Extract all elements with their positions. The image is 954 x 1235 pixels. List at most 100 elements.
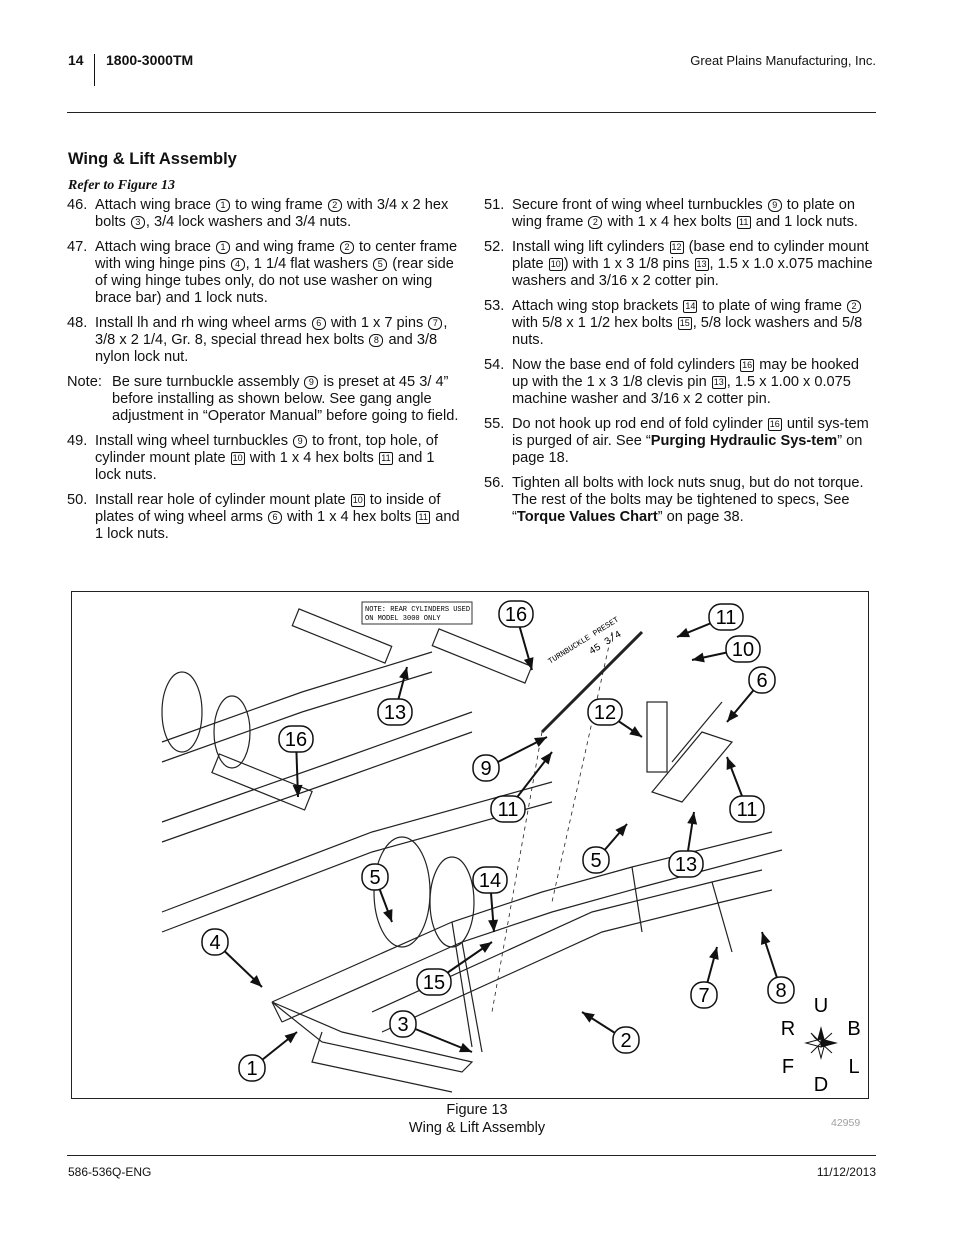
callout-11: 11: [676, 603, 744, 638]
figure-note-line1: NOTE: REAR CYLINDERS USED: [365, 606, 470, 614]
callout-arrowhead: [582, 1012, 595, 1023]
callout-label: 16: [505, 604, 527, 626]
callout-arrowhead: [540, 752, 552, 765]
step-number: 54.: [484, 357, 505, 373]
callout-label: 13: [384, 702, 406, 724]
step-number: 50.: [67, 492, 88, 508]
step-number: 56.: [484, 475, 505, 491]
callout-7: 7: [690, 946, 719, 1009]
callout-box: [472, 866, 508, 894]
step-item: 55.Do not hook up rod end of fold cylind…: [484, 416, 879, 467]
callout-15: 15: [416, 941, 493, 996]
callout-arrowhead: [687, 812, 698, 825]
callout-arrowhead: [479, 942, 492, 953]
step-number: 53.: [484, 298, 505, 314]
callout-11: 11: [490, 751, 553, 823]
step-number: Note:: [67, 374, 102, 390]
callout-box: [708, 603, 744, 631]
callout-arrowhead: [709, 947, 719, 960]
callout-arrowhead: [399, 667, 409, 680]
assembly-drawing: NOTE: REAR CYLINDERS USED ON MODEL 3000 …: [161, 600, 861, 1096]
step-number: 48.: [67, 315, 88, 331]
document-number: 586-536Q-ENG: [68, 1165, 152, 1179]
step-item: 54.Now the base end of fold cylinders 16…: [484, 357, 879, 408]
step-text: Install rear hole of cylinder mount plat…: [95, 492, 460, 542]
compass-u: U: [814, 995, 828, 1017]
callout-label: 5: [590, 850, 601, 872]
callout-5: 5: [361, 863, 393, 923]
callout-label: 4: [209, 932, 220, 954]
compass-diag3: [810, 1042, 822, 1054]
callout-arrowhead: [677, 627, 690, 638]
callout-5: 5: [582, 823, 628, 874]
callout-16: 16: [498, 600, 534, 671]
compass-b: B: [847, 1018, 860, 1040]
callout-arrowhead: [523, 657, 534, 670]
callout-box: [201, 928, 229, 956]
callout-arrowhead: [727, 709, 739, 722]
figure-reference: Refer to Figure 13: [68, 178, 175, 193]
callout-11: 11: [726, 756, 765, 823]
step-text: Be sure turnbuckle assembly 9 is preset …: [112, 374, 459, 424]
step-item: 51.Secure front of wing wheel turnbuckle…: [484, 197, 879, 231]
figure-id: 42959: [831, 1117, 861, 1129]
figure-caption-title: Wing & Lift Assembly: [408, 1120, 546, 1136]
note-item: Note: Be sure turnbuckle assembly 9 is pr…: [67, 374, 462, 425]
callout-arrowhead: [726, 757, 736, 770]
compass-r: R: [781, 1018, 795, 1040]
callout-label: 9: [480, 758, 491, 780]
callout-arrowhead: [760, 932, 771, 945]
callout-3: 3: [389, 1010, 473, 1053]
callout-10: 10: [691, 635, 761, 663]
callout-box: [389, 1010, 417, 1038]
callout-arrowhead: [292, 784, 303, 797]
step-item: 49.Install wing wheel turnbuckles 9 to f…: [67, 433, 462, 484]
callout-label: 2: [620, 1030, 631, 1052]
header-rule: [67, 112, 876, 113]
callout-label: 6: [756, 670, 767, 692]
callout-arrowhead: [488, 919, 499, 932]
steps-left-column: 46. Attach wing brace 1 to wing frame 2 w…: [67, 197, 462, 551]
step-item: 52. Install wing lift cylinders 12 (base …: [484, 239, 879, 290]
callout-box: [767, 976, 795, 1004]
callout-box: [416, 968, 452, 996]
callout-16: 16: [278, 725, 314, 798]
callout-label: 8: [775, 980, 786, 1002]
step-text: Secure front of wing wheel turnbuckles 9…: [512, 197, 858, 230]
callout-box: [490, 795, 526, 823]
callout-box: [725, 635, 761, 663]
callout-arrowhead: [383, 909, 393, 922]
callout-box: [748, 666, 776, 694]
step-item: 48. Install lh and rh wing wheel arms 6 w…: [67, 315, 462, 366]
compass-diag4: [820, 1042, 833, 1054]
step-text: Install lh and rh wing wheel arms 6 with…: [95, 315, 448, 365]
compass-l: L: [848, 1056, 859, 1078]
step-number: 49.: [67, 433, 88, 449]
step-item: 46. Attach wing brace 1 to wing frame 2 w…: [67, 197, 462, 231]
callout-box: [498, 600, 534, 628]
callout-2: 2: [581, 1011, 640, 1054]
figure-caption-number: Figure 13: [446, 1102, 508, 1118]
callout-label: 12: [594, 702, 616, 724]
callout-6: 6: [726, 666, 776, 723]
step-number: 47.: [67, 239, 88, 255]
callout-8: 8: [760, 931, 795, 1004]
step-text: Attach wing brace 1 to wing frame 2 with…: [95, 197, 449, 230]
callout-label: 10: [732, 639, 754, 661]
callout-14: 14: [472, 866, 508, 933]
callout-label: 1: [246, 1058, 257, 1080]
callout-arrowhead: [615, 824, 627, 837]
step-number: 55.: [484, 416, 505, 432]
callout-label: 14: [479, 870, 501, 892]
step-number: 52.: [484, 239, 505, 255]
callout-arrowhead: [249, 975, 262, 987]
step-text: Install wing lift cylinders 12 (base end…: [512, 239, 873, 289]
step-item: 50. Install rear hole of cylinder mount p…: [67, 492, 462, 543]
compass-d: D: [814, 1074, 828, 1096]
callout-label: 11: [498, 799, 519, 821]
compass-l-arrow: [820, 1038, 838, 1048]
callout-label: 5: [369, 867, 380, 889]
step-text: Attach wing stop brackets 14 to plate of…: [512, 298, 863, 348]
step-number: 46.: [67, 197, 88, 213]
callout-label: 13: [675, 854, 697, 876]
